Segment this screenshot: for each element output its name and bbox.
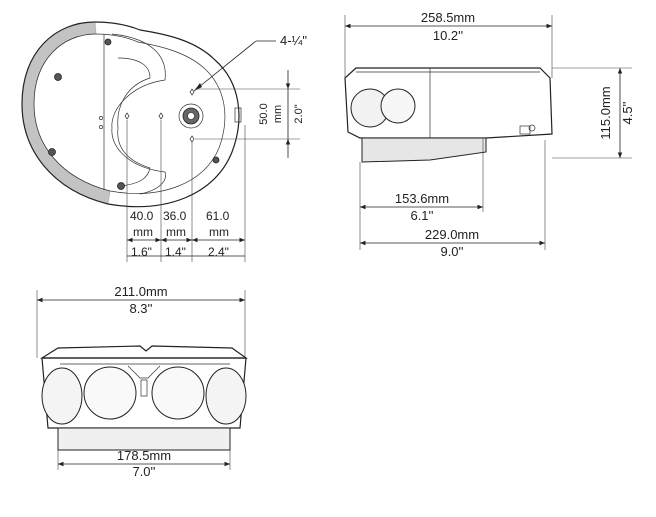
height-in: 2.0" xyxy=(293,104,305,123)
top-view-inner-shell xyxy=(33,33,226,194)
width-in: 10.2'' xyxy=(433,28,463,43)
top-view-mount-arch xyxy=(103,33,166,195)
hole-icon xyxy=(99,125,103,129)
spacing-2-mm-value: 36.0 xyxy=(163,209,187,223)
side-view-housing xyxy=(344,67,553,139)
front-view-base xyxy=(57,427,231,451)
front-view-center-notch xyxy=(127,365,161,379)
top-view-mount-inner xyxy=(117,57,151,187)
width-mm: 258.5mm xyxy=(421,10,475,25)
front-view-top-cap xyxy=(39,345,248,359)
mount-hole-icon xyxy=(189,135,195,143)
spacing-1-mm-value: 40.0 xyxy=(130,209,154,223)
front-view-lens-2 xyxy=(83,366,137,420)
depth-in: 9.0'' xyxy=(440,244,463,259)
side-view-base xyxy=(361,137,487,163)
spacing-3-mm-value: 61.0 xyxy=(206,209,230,223)
depth-mm: 229.0mm xyxy=(425,227,479,242)
spacing-1-mm-unit: mm xyxy=(133,225,153,239)
screw-icon xyxy=(104,38,112,46)
front-view-lens-4 xyxy=(205,367,247,425)
front-view: 211.0mm 8.3'' 178.5mm 7.0'' xyxy=(36,284,248,479)
side-view: 258.5mm 10.2'' 115.0mm 4.5'' 153.6mm 6.1… xyxy=(344,10,635,259)
offset-in: 6.1'' xyxy=(410,208,433,223)
side-tab xyxy=(234,107,242,123)
front-view-lens-3 xyxy=(151,366,205,420)
spacing-3-mm-unit: mm xyxy=(209,225,229,239)
side-height-in: 4.5'' xyxy=(620,101,635,124)
front-top-in: 8.3'' xyxy=(129,301,152,316)
hole-callout-leader xyxy=(193,40,257,92)
center-bolt-icon xyxy=(178,103,204,129)
hole-icon xyxy=(99,116,103,120)
spacing-2-mm-unit: mm xyxy=(166,225,186,239)
screw-icon xyxy=(117,182,125,190)
screw-icon xyxy=(212,156,220,164)
front-view-center-post xyxy=(140,379,148,397)
side-view-connector xyxy=(519,125,531,135)
spacing-3-in: 2.4" xyxy=(208,245,229,259)
screw-icon xyxy=(48,148,56,156)
height-mm-value: 50.0 xyxy=(258,103,270,124)
top-view: 4-¼" 50.0 mm 2.0" 40.0 mm 1.6" 36.0 mm 1… xyxy=(21,21,307,262)
spacing-2-in: 1.4" xyxy=(165,245,186,259)
front-top-mm: 211.0mm xyxy=(114,284,167,299)
center-bolt-core xyxy=(187,112,195,120)
side-view-lens-right xyxy=(380,88,416,124)
front-view-lens-1 xyxy=(41,367,83,425)
screw-icon xyxy=(54,73,62,81)
side-view-screw-icon xyxy=(528,124,536,132)
top-view-rim-left xyxy=(21,21,111,205)
hole-callout-arrow xyxy=(194,83,202,91)
mount-hole-icon xyxy=(158,112,164,120)
side-height-mm: 115.0mm xyxy=(598,86,613,139)
front-bottom-mm: 178.5mm xyxy=(117,448,171,463)
mount-hole-icon xyxy=(124,112,130,120)
top-view-outer-shell xyxy=(21,21,240,208)
front-bottom-in: 7.0'' xyxy=(132,464,155,479)
hole-callout-label: 4-¼" xyxy=(280,33,307,48)
spacing-1-in: 1.6" xyxy=(131,245,152,259)
height-mm-unit: mm xyxy=(272,105,284,123)
offset-mm: 153.6mm xyxy=(395,191,449,206)
mount-hole-icon xyxy=(189,88,195,96)
